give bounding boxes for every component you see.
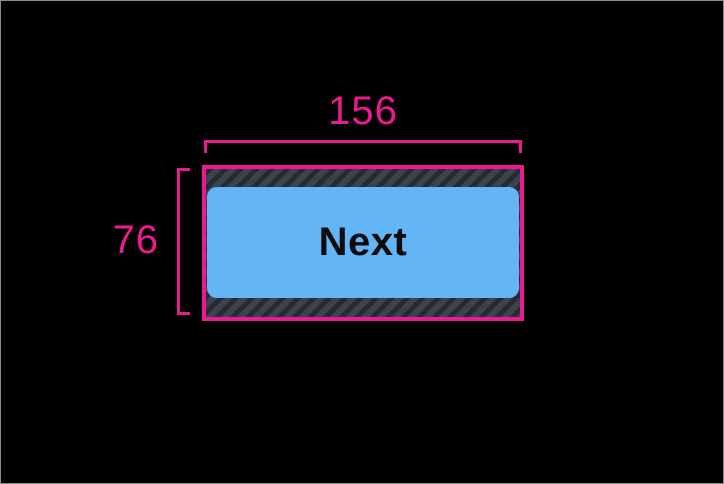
height-measure-bracket <box>177 168 190 315</box>
height-dimension-label: 76 <box>112 218 159 262</box>
component-bounds-overlay: Next <box>202 165 524 321</box>
width-measure-bracket <box>204 140 522 153</box>
width-dimension-label: 156 <box>328 89 398 133</box>
next-button[interactable]: Next <box>207 187 519 298</box>
